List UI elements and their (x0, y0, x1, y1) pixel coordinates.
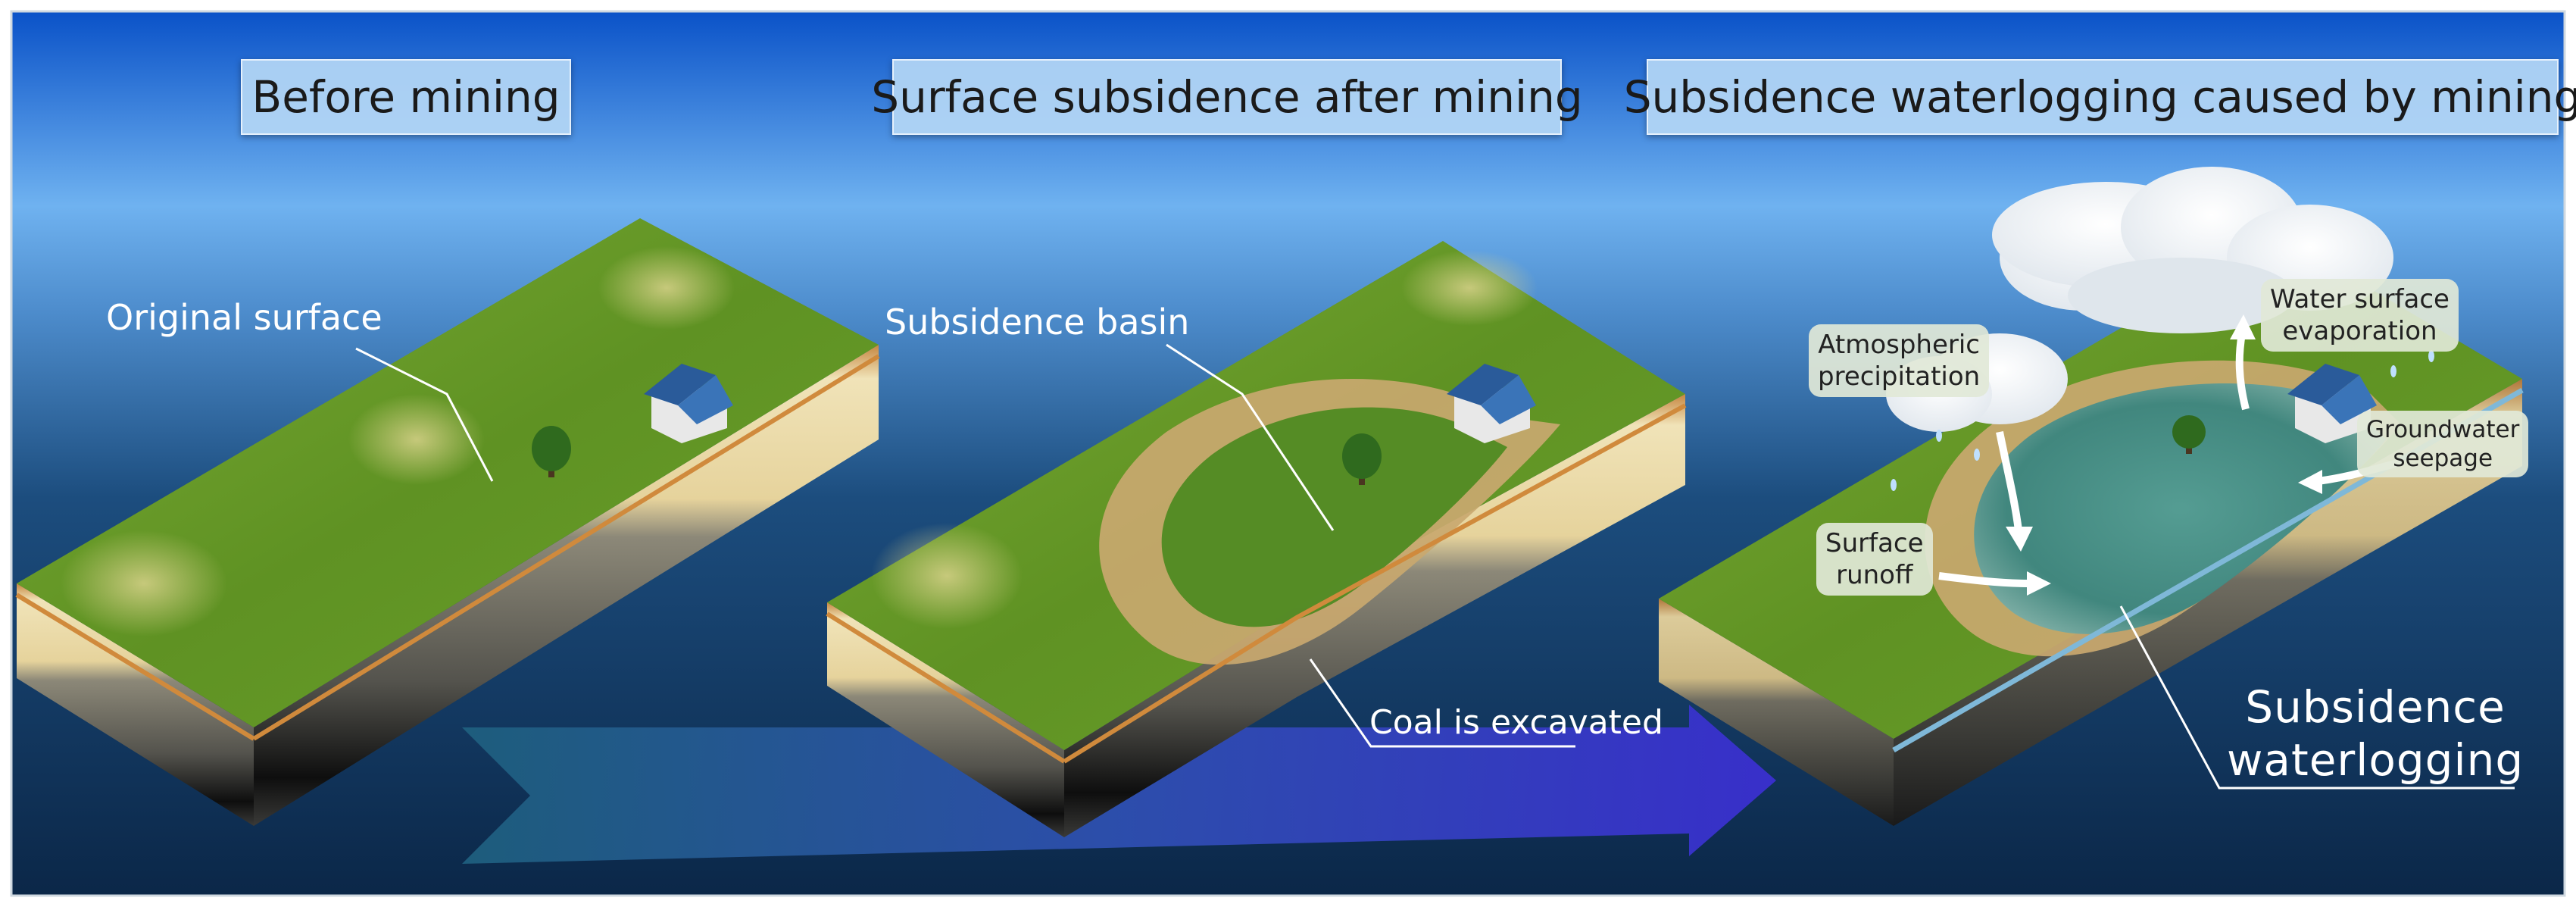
tree-icon (532, 426, 571, 477)
block2-strata-line (1063, 403, 1687, 764)
label-atmospheric-line1: Atmospheric (1818, 330, 1980, 360)
block2-strata-line (826, 611, 1066, 764)
block2-side-front (827, 602, 1064, 837)
original-surface-leader (355, 347, 494, 482)
label-groundwater-line2: seepage (2393, 445, 2493, 472)
label-subsidence-waterlogging: Subsidence waterlogging (2227, 680, 2524, 787)
block-waterlogging (1659, 167, 2524, 826)
label-groundwater-seepage: Groundwater seepage (2357, 411, 2529, 477)
block1-dry-patch (348, 394, 485, 485)
title-subsidence-waterlogging: Subsidence waterlogging caused by mining (1624, 59, 2576, 135)
seepage-arrowhead (2298, 470, 2322, 494)
label-groundwater-line1: Groundwater (2366, 416, 2520, 443)
precipitation-arrow-icon (1996, 431, 2022, 531)
subsidence-basin-leader (1166, 343, 1335, 531)
tree-icon (1342, 433, 1382, 485)
coal-excavated-leader (1309, 658, 1575, 748)
title-before-mining: Before mining (241, 59, 571, 135)
label-runoff-line1: Surface (1825, 528, 1924, 558)
runoff-arrowhead (2027, 571, 2051, 596)
block3-water-edge (1892, 387, 2524, 753)
label-water-surface-evaporation: Water surface evaporation (2261, 279, 2459, 352)
label-waterlogging-line1: Subsidence (2245, 681, 2506, 733)
block1-side-front (17, 583, 254, 826)
block2-dry-patch (1401, 250, 1538, 326)
label-runoff-line2: runoff (1836, 560, 1913, 590)
evaporation-arrowhead (2230, 314, 2256, 339)
block1-dry-patch (598, 246, 735, 330)
title-surface-subsidence: Surface subsidence after mining (871, 59, 1583, 135)
block2-dry-patch (871, 523, 1023, 629)
tree-icon (2172, 415, 2206, 454)
block3-side-front (1659, 599, 1894, 826)
label-original-surface: Original surface (106, 297, 382, 338)
waterlogging-pond (1974, 383, 2386, 634)
house-icon (644, 364, 733, 443)
runoff-arrow-icon (1938, 572, 2031, 587)
label-atmospheric-precipitation: Atmospheric precipitation (1809, 324, 1990, 397)
house-icon (1447, 364, 1536, 443)
house-icon (2287, 364, 2377, 443)
block-subsidence (826, 241, 1687, 837)
block1-strata-line (15, 593, 255, 741)
subsidence-basin-center (1161, 407, 1507, 627)
label-atmospheric-line2: precipitation (1818, 361, 1981, 392)
evaporation-arrow-icon (2235, 333, 2250, 411)
precipitation-arrowhead (2006, 527, 2033, 552)
block3-side-right (1894, 379, 2522, 826)
label-waterlogging-line2: waterlogging (2227, 734, 2524, 786)
label-evaporation-line2: evaporation (2282, 316, 2437, 346)
block1-strata-line (252, 354, 880, 741)
waterlogging-leader (2119, 605, 2515, 790)
label-subsidence-basin: Subsidence basin (885, 302, 1190, 342)
block1-dry-patch (61, 530, 227, 636)
label-coal-excavated: Coal is excavated (1369, 703, 1663, 742)
block1-side-right (254, 345, 879, 826)
block2-side-right (1064, 394, 1685, 837)
block-before-mining (15, 218, 880, 826)
image-frame (10, 10, 2566, 897)
label-evaporation-line1: Water surface (2270, 284, 2450, 314)
label-surface-runoff: Surface runoff (1816, 523, 1933, 596)
